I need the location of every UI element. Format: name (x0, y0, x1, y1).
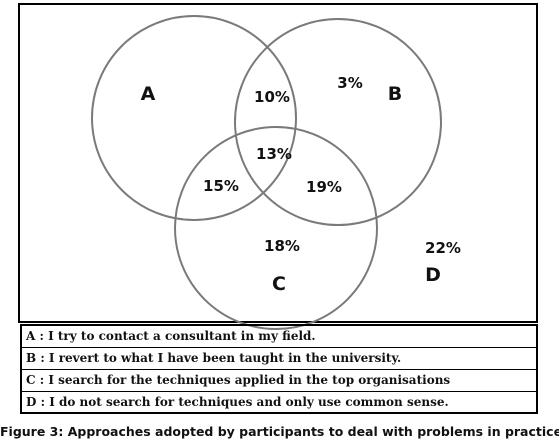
region-a-b-value: 10% (254, 88, 290, 106)
legend-item-a: A : I try to contact a consultant in my … (22, 326, 536, 348)
region-b-c-value: 19% (306, 178, 342, 196)
venn-diagram-frame (18, 3, 538, 323)
circle-a (91, 15, 297, 221)
region-a-b-c-value: 13% (256, 145, 292, 163)
set-label-b: B (388, 83, 402, 105)
figure-caption: Figure 3: Approaches adopted by particip… (0, 424, 559, 439)
set-label-a: A (141, 83, 156, 105)
region-b-only-value: 3% (337, 74, 362, 92)
region-c-only-value: 18% (264, 237, 300, 255)
legend-item-d: D : I do not search for techniques and o… (26, 395, 449, 409)
circle-c (174, 126, 378, 330)
legend-table: A : I try to contact a consultant in my … (20, 324, 538, 414)
set-label-d: D (425, 264, 441, 286)
circle-b (234, 18, 442, 226)
venn-diagram: A B C D 10% 3% 13% 15% 19% 18% 22% (91, 15, 461, 330)
region-d-value: 22% (425, 239, 461, 257)
set-label-c: C (272, 273, 286, 295)
legend-item-c: C : I search for the techniques applied … (22, 370, 536, 392)
region-a-c-value: 15% (203, 177, 239, 195)
legend-item-b: B : I revert to what I have been taught … (22, 348, 536, 370)
